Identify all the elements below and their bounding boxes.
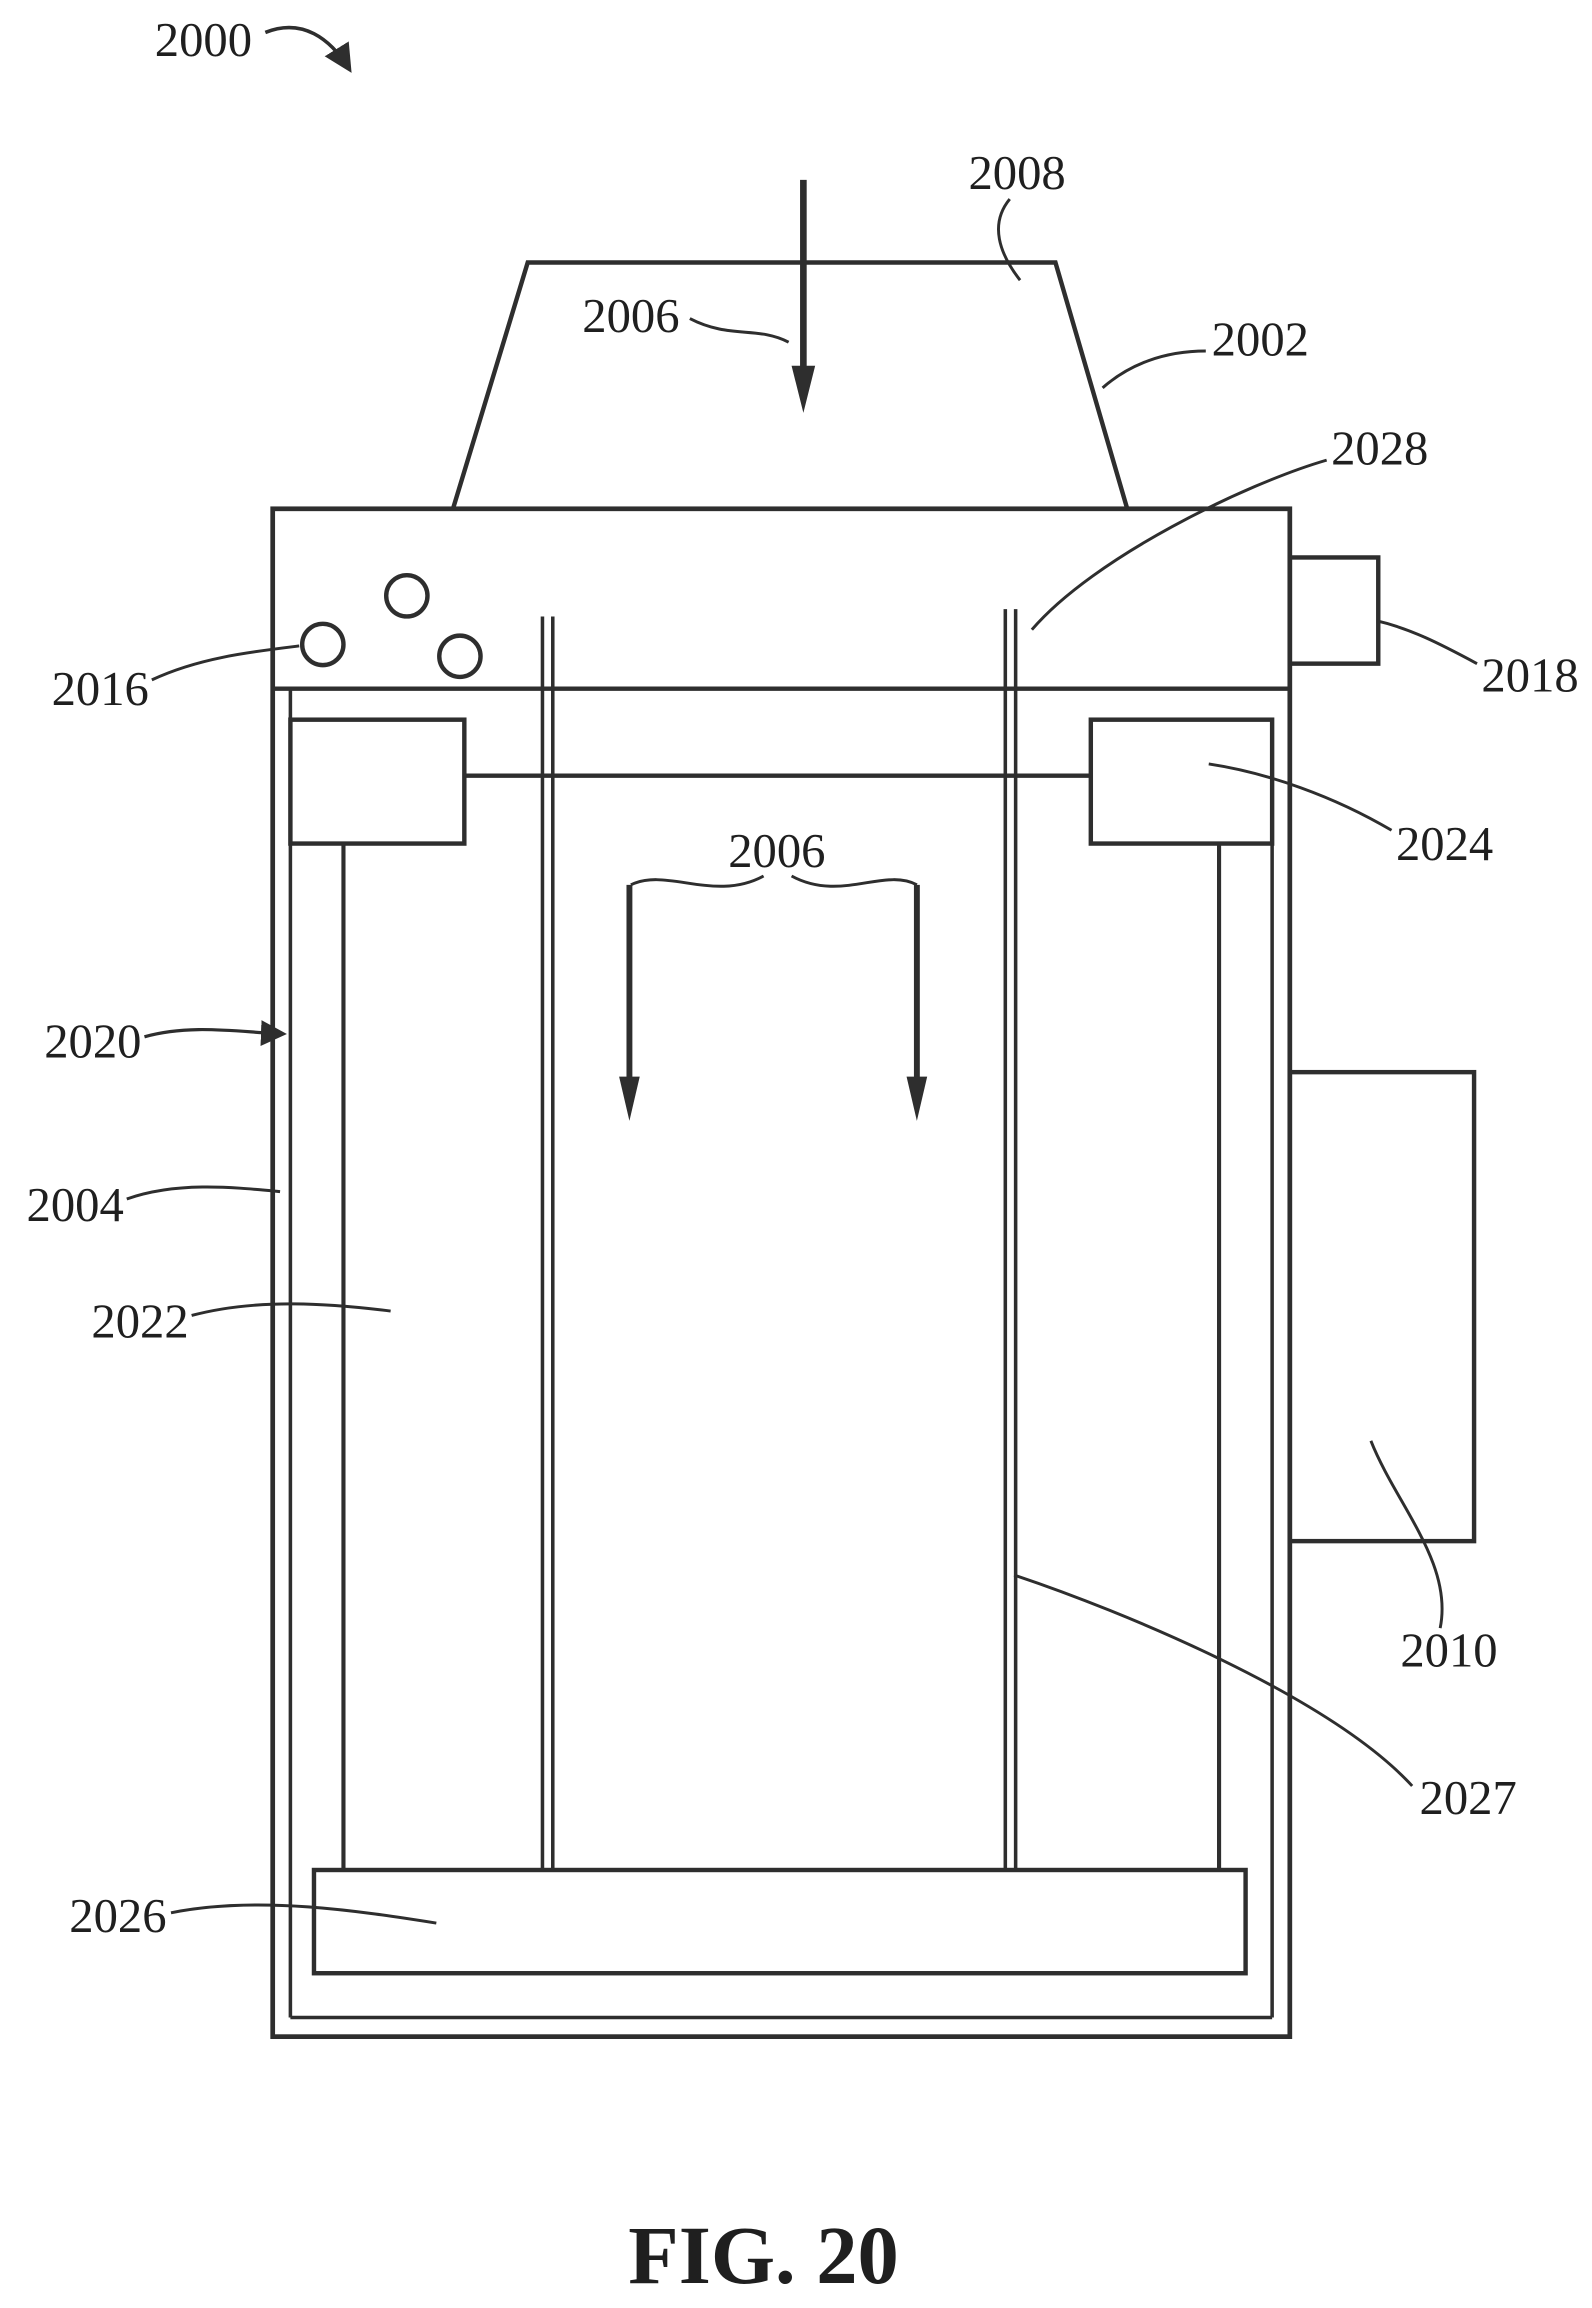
ref-label-2026: 2026: [69, 1889, 166, 1943]
side-module-box: [1287, 1069, 1477, 1544]
ref-label-2027: 2027: [1420, 1771, 1517, 1825]
ref-label-2022: 2022: [91, 1295, 188, 1349]
ref-label-2008: 2008: [968, 146, 1065, 200]
ref-2004-leader: [126, 1185, 281, 1201]
ref-2006-top-group: 2006: [582, 289, 790, 344]
ref-2016-leader: [151, 644, 300, 682]
ref-2028-group: 2028: [1030, 422, 1428, 631]
ref-2016-group: 2016: [52, 644, 300, 716]
flow-arrows: [619, 179, 928, 1121]
ref-2027-group: 2027: [1013, 1573, 1517, 1825]
ref-2028-leader: [1030, 458, 1328, 631]
ref-2000-leader: [264, 25, 352, 73]
ref-2006-mid-leader-left: [630, 874, 765, 888]
apparatus-linework: [270, 260, 1477, 2040]
left-mount-block: [288, 717, 467, 846]
ref-label-2002: 2002: [1212, 312, 1309, 366]
ref-2027-leader: [1013, 1573, 1414, 1787]
ref-label-2024: 2024: [1396, 817, 1493, 871]
ref-2018-leader: [1376, 619, 1478, 665]
ref-2018-group: 2018: [1376, 619, 1579, 703]
ref-2022-group: 2022: [91, 1295, 391, 1349]
ref-label-2010: 2010: [1400, 1623, 1497, 1677]
ref-label-2020: 2020: [44, 1014, 141, 1068]
ref-2022-leader: [191, 1302, 391, 1317]
ref-2006-top-leader: [689, 317, 790, 344]
fastener-circle-3: [437, 633, 483, 680]
ref-2020-group: 2020: [44, 1014, 287, 1068]
ref-2006-mid-leader-right: [790, 874, 918, 888]
inner-arrow-left-head: [619, 1076, 640, 1121]
ref-2024-leader: [1208, 762, 1393, 832]
main-housing-outline: [270, 506, 1293, 2040]
ref-2010-leader: [1369, 1440, 1444, 1629]
bottom-plate: [311, 1867, 1248, 1976]
feed-arrow-head: [791, 365, 816, 413]
figure-caption: FIG. 20: [628, 2209, 899, 2301]
ref-label-2028: 2028: [1331, 422, 1428, 476]
ref-2002-leader: [1101, 349, 1206, 389]
ref-label-2006-top: 2006: [582, 289, 679, 343]
ref-2006-mid-group: 2006: [630, 824, 918, 888]
ref-label-2018: 2018: [1481, 649, 1578, 703]
ref-2000-group: 2000: [155, 13, 352, 73]
fastener-circle-1: [299, 621, 346, 668]
hopper-outline: [450, 260, 1130, 511]
ref-label-2006-mid: 2006: [728, 824, 825, 878]
ref-2024-group: 2024: [1208, 762, 1493, 871]
ref-2002-group: 2002: [1101, 312, 1309, 389]
side-port-box: [1287, 555, 1381, 666]
inner-arrow-right-head: [906, 1076, 928, 1121]
fastener-circle-2: [383, 572, 430, 619]
right-mount-block: [1088, 717, 1275, 846]
ref-2010-group: 2010: [1369, 1440, 1498, 1677]
ref-2008-leader: [997, 198, 1022, 282]
ref-label-2000: 2000: [155, 13, 252, 67]
ref-2026-group: 2026: [69, 1889, 437, 1943]
ref-label-2004: 2004: [27, 1178, 124, 1232]
ref-2026-leader: [170, 1903, 437, 1925]
ref-label-2016: 2016: [52, 662, 149, 716]
ref-2008-group: 2008: [968, 146, 1066, 282]
ref-2004-group: 2004: [27, 1178, 281, 1232]
ref-2020-leader: [144, 1020, 287, 1047]
